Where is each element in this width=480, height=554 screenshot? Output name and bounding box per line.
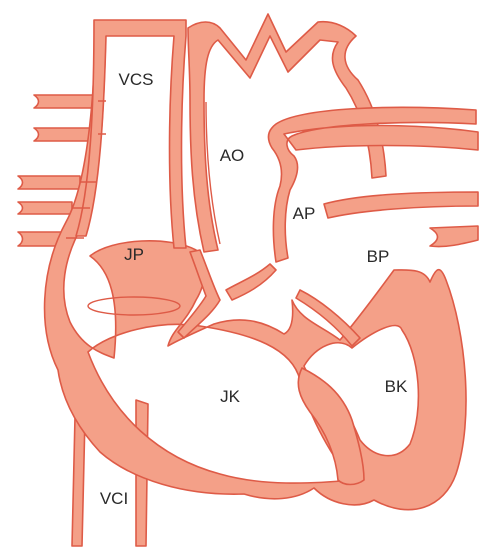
- label-vcs: VCS: [119, 70, 154, 89]
- label-ap: AP: [293, 204, 316, 223]
- pulmonary-artery-right-branch: [324, 192, 478, 247]
- label-bk: BK: [385, 377, 408, 396]
- label-vci: VCI: [100, 489, 128, 508]
- heart-body: [45, 22, 466, 510]
- label-bp: BP: [367, 247, 390, 266]
- vcs-vessel: [76, 20, 186, 248]
- label-jp: JP: [124, 245, 144, 264]
- interventricular-septum: [298, 368, 364, 485]
- label-ao: AO: [220, 146, 245, 165]
- label-jk: JK: [220, 387, 241, 406]
